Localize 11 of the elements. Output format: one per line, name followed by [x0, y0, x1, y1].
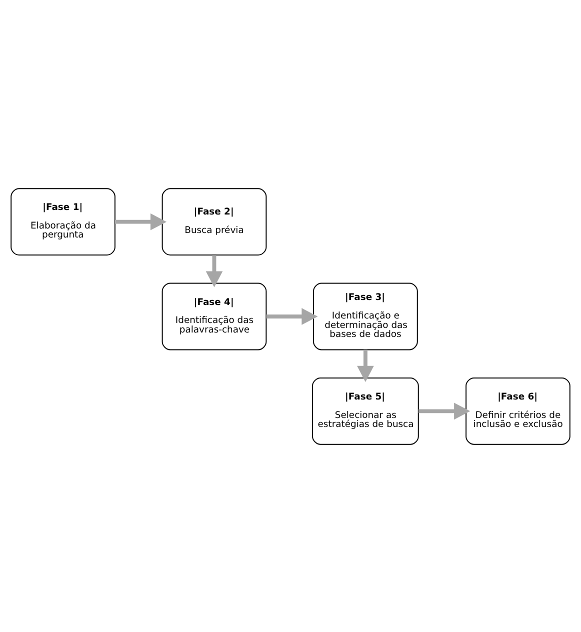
node-box: |Fase 1| Elaboração da pergunta: [10, 188, 116, 256]
arrow: [418, 402, 470, 420]
node-box: |Fase 4| Identificação das palavras-chave: [162, 282, 267, 350]
node-box: |Fase 5| Selecionar as estratégias de busca: [312, 376, 419, 444]
node-box: |Fase 6| Definir critérios de inclusão e exclusão: [466, 376, 570, 444]
node-box: |Fase 3| Identificação e determinação das bases de dados: [313, 282, 418, 350]
arrow: [206, 254, 223, 287]
arrow: [266, 308, 318, 324]
arrow: [357, 349, 374, 382]
arrow: [115, 212, 167, 230]
node-box: |Fase 2| Busca prévia: [162, 188, 267, 256]
